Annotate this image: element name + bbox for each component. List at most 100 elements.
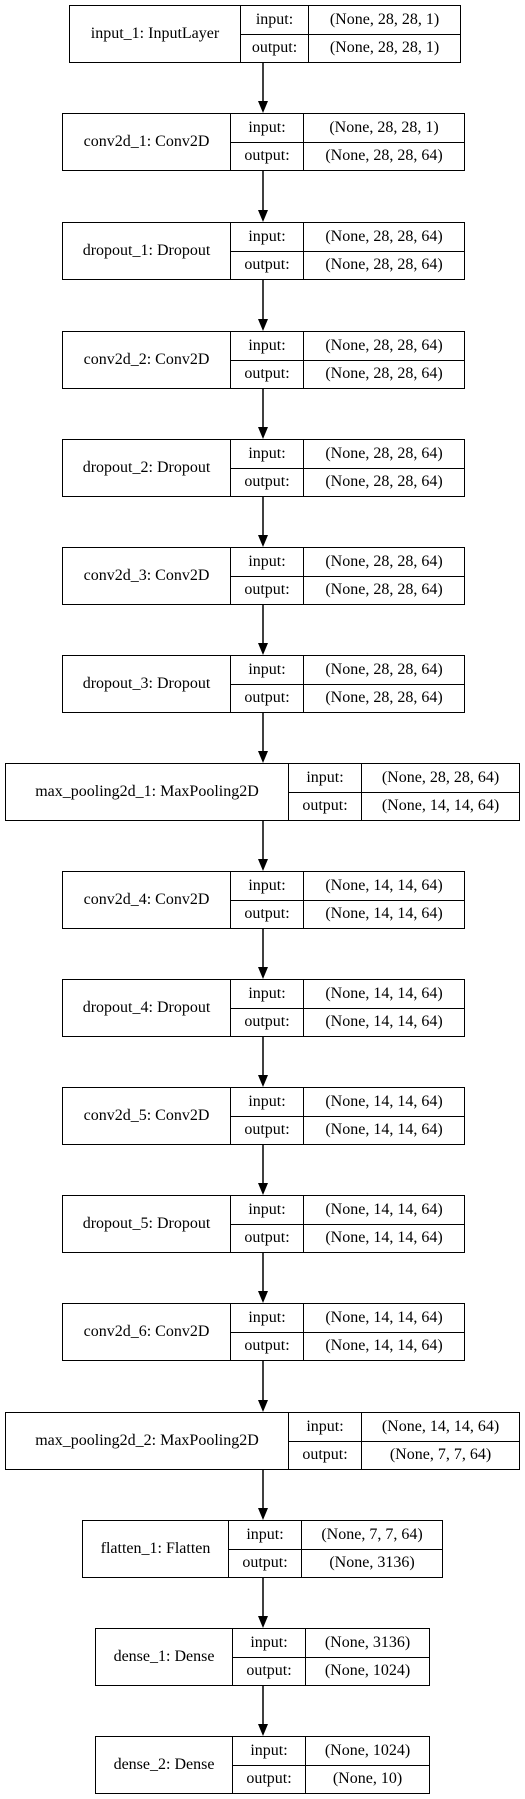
output-shape: (None, 14, 14, 64)	[381, 797, 500, 815]
input-row: input: (None, 28, 28, 1)	[231, 114, 464, 142]
output-shape: (None, 14, 14, 64)	[325, 1229, 443, 1247]
arrow-head	[258, 1508, 268, 1520]
input-label: input:	[231, 114, 304, 142]
output-row: output:(None, 14, 14, 64)	[231, 1115, 464, 1144]
output-label: output:	[231, 1224, 304, 1252]
arrow-head	[258, 1616, 268, 1628]
output-row: output:(None, 28, 28, 64)	[231, 141, 464, 170]
input-label: input:	[231, 1196, 304, 1224]
input-row: input:(None, 28, 28, 1)	[241, 6, 460, 34]
output-label: output:	[241, 34, 309, 62]
input-label: input:	[231, 223, 304, 251]
input-label: input:	[231, 440, 304, 468]
output-label: output:	[231, 1116, 304, 1144]
input-row: input: (None, 28, 28, 64)	[231, 223, 464, 251]
output-shape: (None, 28, 28, 64)	[325, 365, 443, 383]
layer-name: dense_1: Dense	[96, 1629, 233, 1685]
input-label: input:	[233, 1629, 306, 1657]
layer-name: dropout_5: Dropout	[63, 1196, 231, 1252]
layer-io-table: input: (None, 28, 28, 64) output:(None, 28…	[231, 656, 464, 712]
input-label: input:	[231, 548, 304, 576]
input-label: input:	[231, 872, 304, 900]
layer-io-table: input:(None, 7, 7, 64)output:(None, 3136…	[229, 1521, 442, 1577]
input-shape: (None, 1024)	[324, 1741, 411, 1759]
layer-name: dropout_3: Dropout	[63, 656, 231, 712]
input-shape: (None, 28, 28, 64)	[325, 227, 443, 245]
input-shape: (None, 28, 28, 64)	[325, 660, 443, 678]
arrow-head	[258, 1400, 268, 1412]
output-label: output:	[231, 900, 304, 928]
arrow-head	[258, 210, 268, 222]
input-shape: (None, 14, 14, 64)	[325, 1308, 443, 1326]
arrow-head	[258, 1291, 268, 1303]
input-label: input:	[231, 656, 304, 684]
input-shape: (None, 28, 28, 64)	[325, 336, 443, 354]
output-label: output:	[231, 142, 304, 170]
input-row: input: (None, 14, 14, 64)	[231, 1088, 464, 1116]
layer-name: conv2d_1: Conv2D	[63, 114, 231, 170]
arrow-head	[258, 427, 268, 439]
layer-io-table: input:(None, 14, 14, 64)output:(None, 7,…	[289, 1413, 519, 1469]
output-row: output:(None, 28, 28, 64)	[231, 575, 464, 604]
output-row: output:(None, 28, 28, 64)	[231, 683, 464, 712]
layer-name: input_1: InputLayer	[70, 6, 241, 62]
output-shape: (None, 14, 14, 64)	[325, 905, 443, 923]
input-shape: (None, 28, 28, 1)	[329, 118, 439, 136]
output-row: output:(None, 28, 28, 64)	[231, 467, 464, 496]
output-row: output:(None, 28, 28, 64)	[231, 250, 464, 279]
output-label: output:	[229, 1549, 302, 1577]
input-label: input:	[233, 1737, 306, 1765]
input-shape: (None, 14, 14, 64)	[325, 1092, 443, 1110]
arrow-head	[258, 1183, 268, 1195]
layer-io-table: input: (None, 28, 28, 1) output:(None, 28,…	[231, 114, 464, 170]
arrow-head	[258, 535, 268, 547]
arrow-head	[258, 859, 268, 871]
arrow-head	[258, 1724, 268, 1736]
input-label: input:	[231, 1088, 304, 1116]
layer-name: dropout_4: Dropout	[63, 980, 231, 1036]
output-shape: (None, 10)	[332, 1770, 403, 1788]
input-shape: (None, 28, 28, 64)	[325, 444, 443, 462]
output-label: output:	[289, 792, 362, 820]
arrow-head	[258, 319, 268, 331]
layer-io-table: input:(None, 14, 14, 64)output:(None, 14…	[231, 1304, 464, 1360]
output-label: output:	[233, 1657, 306, 1685]
layer-io-table: input:(None, 3136)output:(None, 1024)	[233, 1629, 429, 1685]
input-row: input: (None, 28, 28, 64)	[231, 656, 464, 684]
input-label: input:	[289, 764, 362, 792]
layer-name: conv2d_5: Conv2D	[63, 1088, 231, 1144]
layer-io-table: input: (None, 14, 14, 64) output:(None, 14…	[231, 1088, 464, 1144]
arrow-head	[258, 643, 268, 655]
output-label: output:	[289, 1441, 362, 1469]
output-shape: (None, 14, 14, 64)	[325, 1013, 443, 1031]
layer-name: conv2d_4: Conv2D	[63, 872, 231, 928]
layer-name: flatten_1: Flatten	[83, 1521, 229, 1577]
layer-name: max_pooling2d_2: MaxPooling2D	[6, 1413, 289, 1469]
input-shape: (None, 7, 7, 64)	[321, 1525, 423, 1543]
input-row: input:(None, 28, 28, 64)	[289, 764, 519, 792]
input-label: input:	[241, 6, 309, 34]
layer-io-table: input:(None, 28, 28, 64)output:(None, 28…	[231, 332, 464, 388]
output-shape: (None, 28, 28, 64)	[325, 581, 443, 599]
arrow-head	[258, 967, 268, 979]
layer-name: conv2d_6: Conv2D	[63, 1304, 231, 1360]
input-shape: (None, 14, 14, 64)	[325, 1200, 443, 1218]
output-shape: (None, 14, 14, 64)	[325, 1337, 443, 1355]
input-row: input:(None, 28, 28, 64)	[231, 548, 464, 576]
output-label: output:	[231, 1332, 304, 1360]
layer-io-table: input: (None, 28, 28, 64) output:(None, 28…	[231, 223, 464, 279]
layer-io-table: input:(None, 28, 28, 1)output:(None, 28,…	[241, 6, 460, 62]
